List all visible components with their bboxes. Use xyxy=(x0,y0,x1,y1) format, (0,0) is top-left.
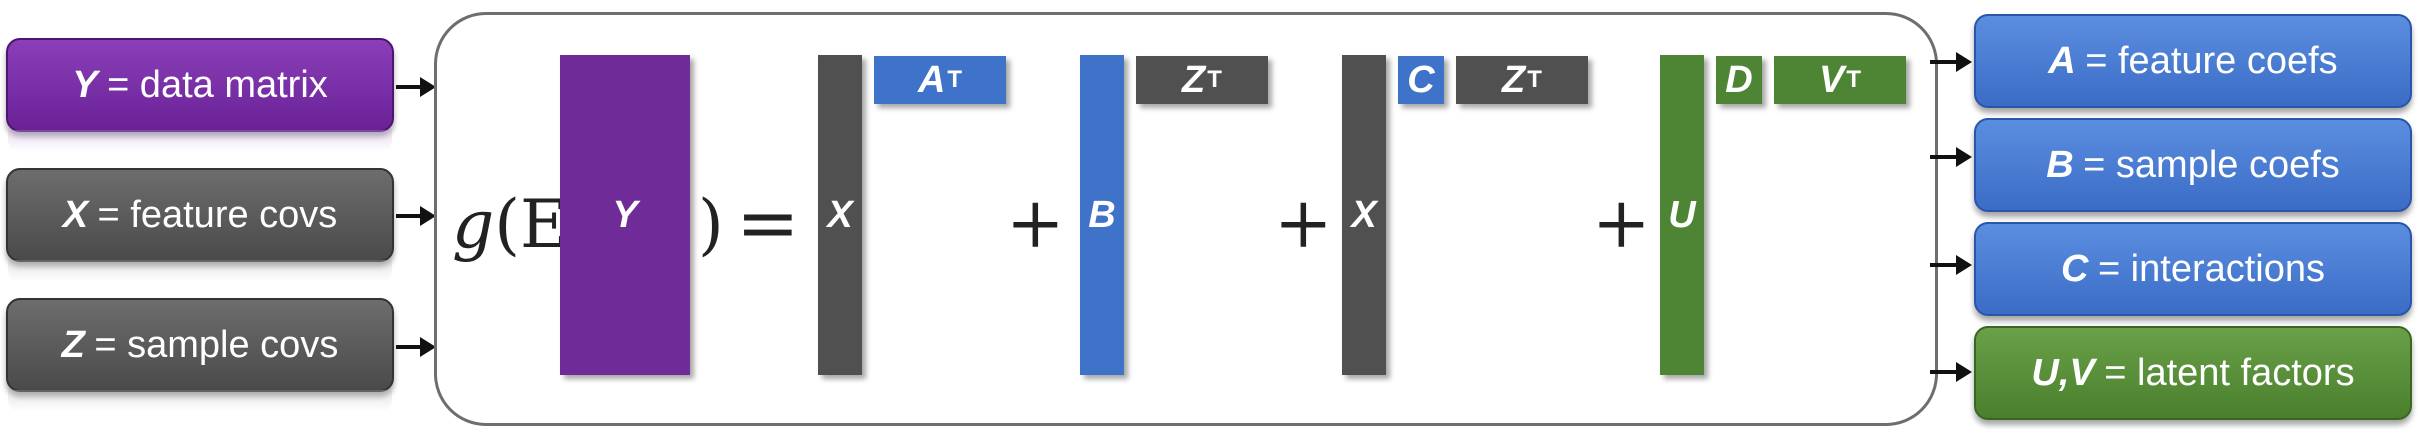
data-matrix-box: Y= data matrix xyxy=(6,38,394,132)
u-matrix-block: U xyxy=(1660,55,1704,375)
data-matrix-label: = data matrix xyxy=(107,63,328,106)
expectation-close: ) xyxy=(698,186,724,263)
z-var-1: Z xyxy=(1182,58,1206,101)
sample-covs-box: Z= sample covs xyxy=(6,298,394,392)
arrow-input-z xyxy=(396,337,436,357)
latent-factors-label: = latent factors xyxy=(2104,351,2355,394)
latent-factors-var: U,V xyxy=(2031,351,2095,394)
interactions-var: C xyxy=(2060,247,2089,290)
data-matrix-var: Y xyxy=(72,63,98,106)
b-matrix-block: B xyxy=(1080,55,1124,375)
c-block: C xyxy=(1398,56,1444,104)
feature-coefs-var: A xyxy=(2048,39,2076,82)
expectation-open: (E xyxy=(494,186,569,263)
sample-coefs-box: B= sample coefs xyxy=(1974,118,2412,212)
plus-sign-3: + xyxy=(1592,182,1651,264)
arrow-output-b xyxy=(1930,147,1972,167)
feature-coefs-box: A= feature coefs xyxy=(1974,14,2412,108)
z-transpose-sup-1: T xyxy=(1207,66,1222,93)
a-transpose-sup: T xyxy=(947,66,963,93)
d-block: D xyxy=(1716,56,1762,104)
sample-coefs-var: B xyxy=(2046,143,2074,186)
v-transpose-sup: T xyxy=(1846,66,1862,93)
feature-coefs-label: = feature coefs xyxy=(2085,39,2338,82)
equals-sign: = xyxy=(736,178,800,267)
v-var: V xyxy=(1818,58,1845,101)
z-transpose-sup-2: T xyxy=(1527,66,1542,93)
sample-covs-label: = sample covs xyxy=(94,323,339,366)
plus-sign-1: + xyxy=(1006,182,1065,264)
g-symbol: g xyxy=(452,186,495,263)
arrow-output-c xyxy=(1930,255,1972,275)
arrow-input-x xyxy=(396,206,436,226)
x-matrix-block-2: X xyxy=(1342,55,1386,375)
x-matrix-block-1: X xyxy=(818,55,862,375)
feature-covs-reflection xyxy=(8,260,392,282)
y-matrix-block: Y xyxy=(560,55,690,375)
sample-covs-reflection xyxy=(8,390,392,412)
feature-covs-box: X= feature covs xyxy=(6,168,394,262)
a-var: A xyxy=(917,58,946,101)
sample-covs-var: Z xyxy=(61,323,85,366)
plus-sign-2: + xyxy=(1274,182,1333,264)
data-matrix-reflection xyxy=(8,130,392,152)
arrow-output-uv xyxy=(1930,362,1972,382)
latent-factors-box: U,V= latent factors xyxy=(1974,326,2412,420)
sample-coefs-label: = sample coefs xyxy=(2083,143,2340,186)
arrow-output-a xyxy=(1930,52,1972,72)
interactions-box: C= interactions xyxy=(1974,222,2412,316)
feature-covs-var: X xyxy=(62,193,89,236)
feature-covs-label: = feature covs xyxy=(97,193,338,236)
z-var-2: Z xyxy=(1502,58,1526,101)
arrow-input-y xyxy=(396,77,436,97)
link-function: g(E xyxy=(452,186,568,263)
interactions-label: = interactions xyxy=(2097,247,2326,290)
